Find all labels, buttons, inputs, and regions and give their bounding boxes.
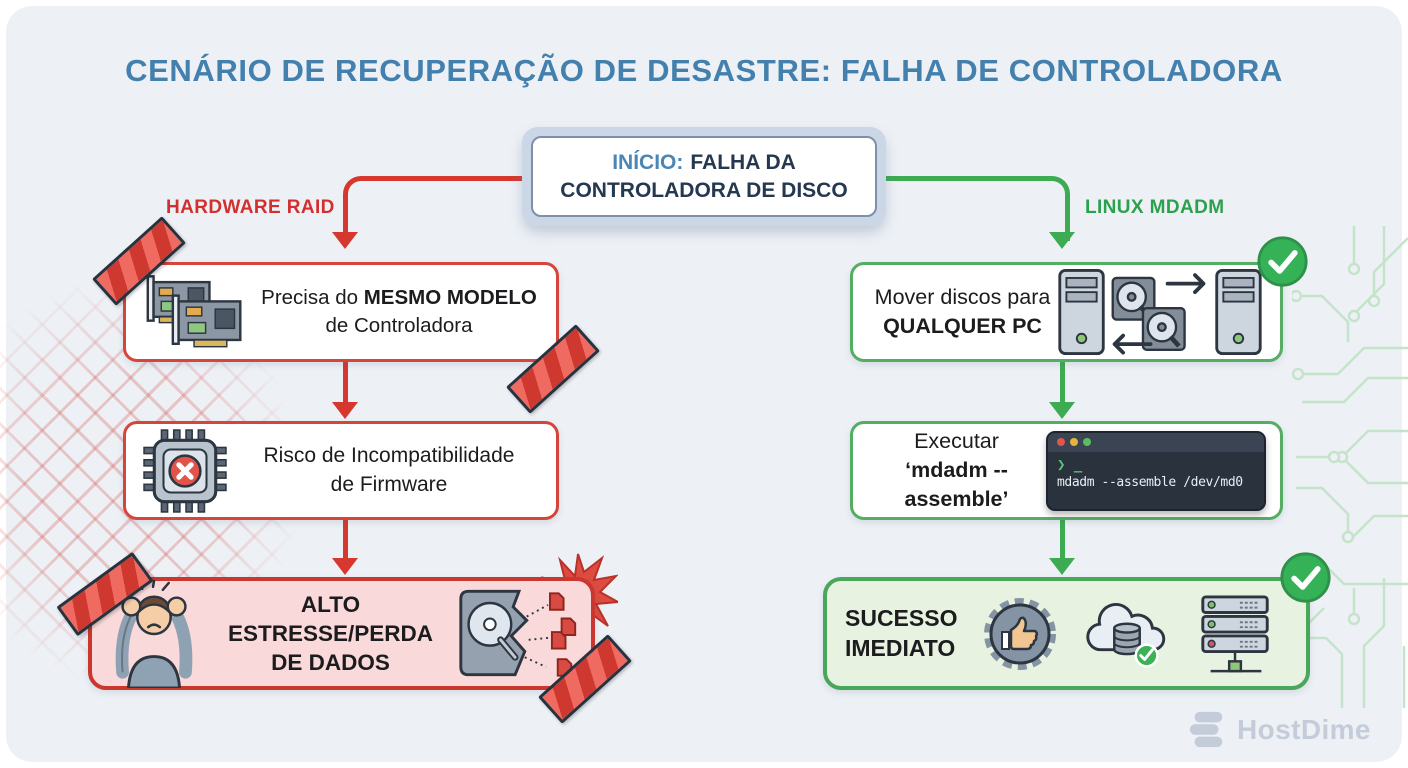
red-elbow-connector: [343, 176, 535, 241]
step-text: Precisa do MESMO MODELO de Controladora: [258, 284, 540, 339]
arrow-down-icon: [332, 558, 358, 575]
terminal-prompt: ❯: [1057, 456, 1066, 473]
terminal-cursor: _: [1073, 456, 1083, 473]
arrow-down-icon: [332, 232, 358, 249]
step-text-normal: Precisa do: [261, 286, 359, 310]
minimize-dot-icon: [1070, 438, 1078, 446]
step-run-mdadm: Executar ‘mdadm --assemble’ ❯ _ mdadm --…: [850, 421, 1283, 520]
thumbs-up-badge-icon: [984, 597, 1057, 670]
step-firmware-risk: Risco de Incompatibilidade de Firmware: [123, 421, 559, 520]
step-success: SUCESSO IMEDIATO: [823, 577, 1310, 690]
step-text-normal: de Firmware: [330, 472, 448, 496]
start-node: INÍCIO: FALHA DA CONTROLADORA DE DISCO: [522, 127, 886, 226]
hostdime-logo-icon: [1189, 711, 1223, 748]
start-line1-text: FALHA DA: [690, 151, 796, 175]
red-connector: [343, 362, 348, 404]
terminal-command: mdadm --assemble /dev/md0: [1057, 474, 1243, 490]
step-text-bold: ‘mdadm --assemble’: [904, 457, 1009, 511]
red-connector: [343, 520, 348, 560]
chip-error-icon: [143, 428, 227, 513]
step-text-bold: IMEDIATO: [845, 634, 956, 661]
start-prefix: INÍCIO:: [612, 151, 684, 175]
maximize-dot-icon: [1083, 438, 1091, 446]
arrow-down-icon: [332, 402, 358, 419]
check-badge-icon: [1257, 236, 1308, 287]
step-same-controller: Precisa do MESMO MODELO de Controladora: [123, 262, 559, 362]
step-text-bold: DE DADOS: [271, 650, 390, 676]
raid-cards-icon: [146, 275, 242, 348]
stressed-person-icon: [115, 579, 193, 688]
step-text-bold: MESMO MODELO: [363, 286, 537, 310]
arrow-down-icon: [1049, 402, 1075, 419]
green-connector: [1060, 362, 1065, 404]
close-dot-icon: [1057, 438, 1065, 446]
brand-name: HostDime: [1237, 714, 1371, 745]
step-data-loss: ALTO ESTRESSE/PERDA DE DADOS: [88, 577, 595, 690]
success-icons: [971, 592, 1288, 676]
step-move-disks: Mover discos para QUALQUER PC: [850, 262, 1283, 362]
pc-migration-icon: [1058, 268, 1262, 356]
server-rack-icon: [1201, 594, 1269, 672]
step-text: Executar ‘mdadm --assemble’: [867, 427, 1046, 514]
left-branch-label: HARDWARE RAID: [166, 197, 335, 218]
arrow-down-icon: [1049, 558, 1075, 575]
right-branch-label: LINUX MDADM: [1085, 197, 1225, 218]
step-text-normal: Mover discos para: [874, 284, 1051, 309]
broken-disk-icon: [459, 589, 577, 677]
step-text-bold: SUCESSO: [845, 604, 958, 631]
step-text: ALTO ESTRESSE/PERDA DE DADOS: [206, 590, 455, 678]
step-text-normal: Executar: [914, 428, 999, 453]
step-text-normal: Risco de Incompatibilidade: [263, 444, 515, 468]
arrow-down-icon: [1049, 232, 1075, 249]
step-text-bold: ALTO ESTRESSE/PERDA: [227, 591, 434, 646]
step-text: Mover discos para QUALQUER PC: [869, 283, 1056, 341]
terminal-body: ❯ _ mdadm --assemble /dev/md0: [1048, 452, 1264, 495]
page-title: CENÁRIO DE RECUPERAÇÃO DE DESASTRE: FALH…: [125, 53, 1283, 88]
brand-logo: HostDime: [1186, 710, 1371, 750]
start-line2-text: CONTROLADORA DE DISCO: [560, 178, 848, 202]
step-text-bold: QUALQUER PC: [883, 314, 1042, 338]
check-badge-icon: [1280, 552, 1331, 603]
start-node-inner: INÍCIO: FALHA DA CONTROLADORA DE DISCO: [531, 136, 877, 217]
step-text: Risco de Incompatibilidade de Firmware: [238, 442, 540, 499]
terminal-window: ❯ _ mdadm --assemble /dev/md0: [1046, 430, 1266, 511]
green-connector: [1060, 520, 1065, 560]
step-text-normal: de Controladora: [325, 314, 473, 337]
terminal-titlebar: [1048, 432, 1264, 452]
circuit-pattern-icon: [1292, 226, 1408, 708]
green-elbow-connector: [878, 176, 1070, 241]
cloud-database-check-icon: [1086, 602, 1165, 668]
step-text: SUCESSO IMEDIATO: [845, 604, 957, 664]
